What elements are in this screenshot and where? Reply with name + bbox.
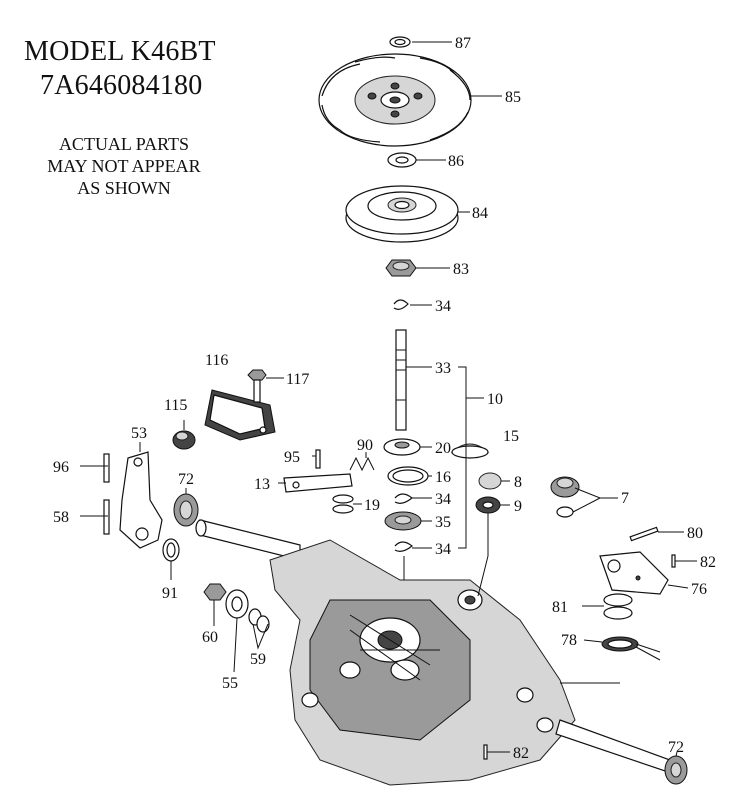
nut-60 xyxy=(203,583,227,601)
snap-ring-16 xyxy=(387,466,429,486)
disclaimer-line-1: ACTUAL PARTS xyxy=(58,134,190,154)
callout-72-right: 72 xyxy=(668,739,684,756)
callout-labels: 87 85 86 84 83 34 33 10 116 117 115 53 9… xyxy=(53,35,716,762)
callout-35: 35 xyxy=(435,514,451,531)
callout-13: 13 xyxy=(254,476,270,493)
callout-10: 10 xyxy=(487,391,503,408)
callout-80: 80 xyxy=(687,525,703,542)
callout-91: 91 xyxy=(162,585,178,602)
pin-82-right xyxy=(671,554,676,568)
retaining-clip-34-top xyxy=(393,299,409,310)
callout-72-left: 72 xyxy=(178,471,194,488)
pin-95 xyxy=(315,449,321,469)
washers-81 xyxy=(603,593,633,620)
lever-76 xyxy=(599,551,669,595)
callout-81: 81 xyxy=(552,599,568,616)
callout-7: 7 xyxy=(621,490,629,507)
bushing-115 xyxy=(172,430,196,450)
axle-right xyxy=(555,719,671,773)
callout-82-right: 82 xyxy=(700,554,716,571)
model-name: MODEL K46BT xyxy=(24,36,216,67)
callout-8: 8 xyxy=(514,474,522,491)
retaining-ring-87 xyxy=(389,36,411,48)
control-arm-53 xyxy=(119,451,163,549)
plug-8 xyxy=(478,472,502,490)
nut-83 xyxy=(385,259,417,277)
callout-53: 53 xyxy=(131,425,147,442)
callout-85: 85 xyxy=(505,89,521,106)
pulley-84 xyxy=(345,185,459,243)
input-shaft-33 xyxy=(395,329,407,431)
callout-90: 90 xyxy=(357,437,373,454)
callout-117: 117 xyxy=(286,371,309,388)
cap-15 xyxy=(450,443,490,459)
callout-15: 15 xyxy=(503,428,519,445)
bearing-72-right xyxy=(664,755,688,785)
callout-60: 60 xyxy=(202,629,218,646)
callout-82-bottom: 82 xyxy=(513,745,529,762)
callout-20: 20 xyxy=(435,440,451,457)
callout-84: 84 xyxy=(472,205,488,222)
callout-33: 33 xyxy=(435,360,451,377)
spring-78 xyxy=(601,636,661,661)
seal-91 xyxy=(162,538,180,562)
transaxle-housing xyxy=(269,539,576,786)
brake-pads-19 xyxy=(332,494,354,514)
callout-96: 96 xyxy=(53,459,69,476)
bolt-117 xyxy=(247,369,267,403)
retaining-clip-34-mid xyxy=(394,493,413,504)
shims-59 xyxy=(248,608,270,633)
callout-9: 9 xyxy=(514,498,522,515)
pin-96 xyxy=(103,453,110,483)
callout-87: 87 xyxy=(455,35,471,52)
callout-59: 59 xyxy=(250,651,266,668)
callout-76: 76 xyxy=(691,581,707,598)
leader-lines xyxy=(80,41,697,757)
vent-cap-7 xyxy=(550,476,580,518)
callout-83: 83 xyxy=(453,261,469,278)
bearing-20 xyxy=(383,438,421,456)
callout-116: 116 xyxy=(205,352,228,369)
pin-58 xyxy=(103,499,110,535)
callout-86: 86 xyxy=(448,153,464,170)
callout-34-top: 34 xyxy=(435,298,451,315)
washer-55 xyxy=(225,589,249,619)
disclaimer-line-3: AS SHOWN xyxy=(77,178,171,198)
bearing-35 xyxy=(384,511,422,531)
pin-82-bottom xyxy=(483,744,488,760)
callout-95: 95 xyxy=(284,449,300,466)
callout-19: 19 xyxy=(364,497,380,514)
callout-115: 115 xyxy=(164,397,187,414)
callout-16: 16 xyxy=(435,469,451,486)
callout-34-low: 34 xyxy=(435,541,451,558)
model-part-number: 7A646084180 xyxy=(40,70,203,101)
callout-34-mid: 34 xyxy=(435,491,451,508)
callout-55: 55 xyxy=(222,675,238,692)
washer-86 xyxy=(387,152,417,168)
bearing-72-left xyxy=(173,493,199,527)
pin-80 xyxy=(629,526,659,542)
retaining-clip-34-low xyxy=(394,541,413,552)
callout-78: 78 xyxy=(561,632,577,649)
disclaimer-line-2: MAY NOT APPEAR xyxy=(47,156,201,176)
axle-left xyxy=(195,519,301,561)
bracket-116 xyxy=(204,389,276,441)
spring-90 xyxy=(349,456,375,472)
brake-lever-13 xyxy=(283,473,353,493)
spring-clip-9 xyxy=(475,496,501,514)
cooling-fan-85 xyxy=(318,53,472,147)
callout-58: 58 xyxy=(53,509,69,526)
